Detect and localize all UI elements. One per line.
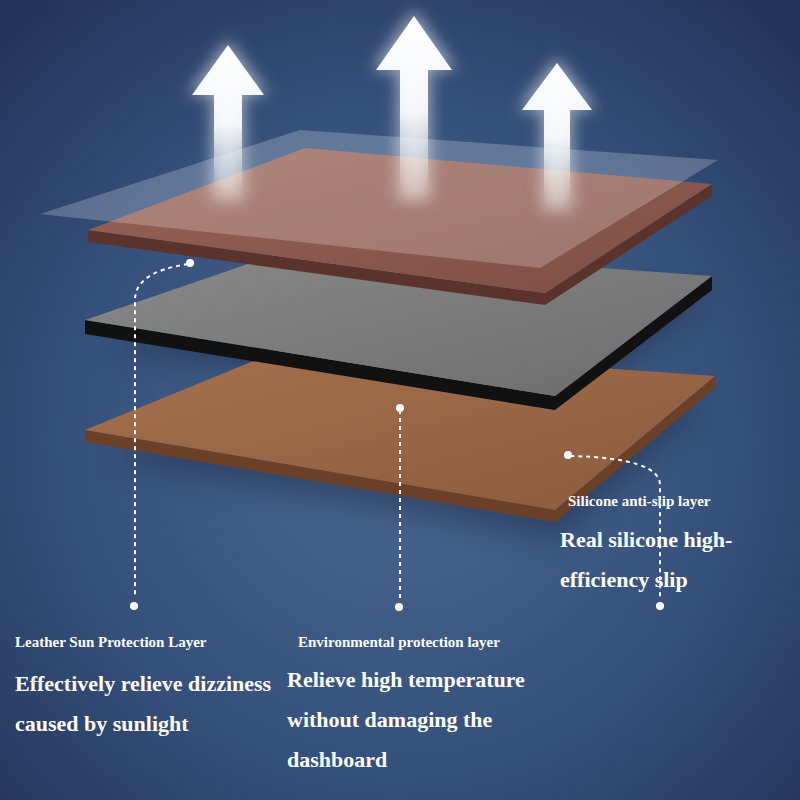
layer-description: Relieve high temperature without damagin… [287, 660, 597, 780]
layer-heading: Environmental protection layer [298, 633, 500, 651]
leader-dot [130, 259, 664, 611]
glass-sheet [40, 130, 718, 268]
heat-arrows [188, 10, 596, 210]
layer-heading: Silicone anti-slip layer [568, 492, 711, 510]
layer-description: Real silicone high-efficiency slip [560, 520, 796, 600]
layer-heading: Leather Sun Protection Layer [15, 633, 207, 651]
layer-description: Effectively relieve dizziness caused by … [15, 664, 273, 744]
top-layer [40, 130, 718, 305]
